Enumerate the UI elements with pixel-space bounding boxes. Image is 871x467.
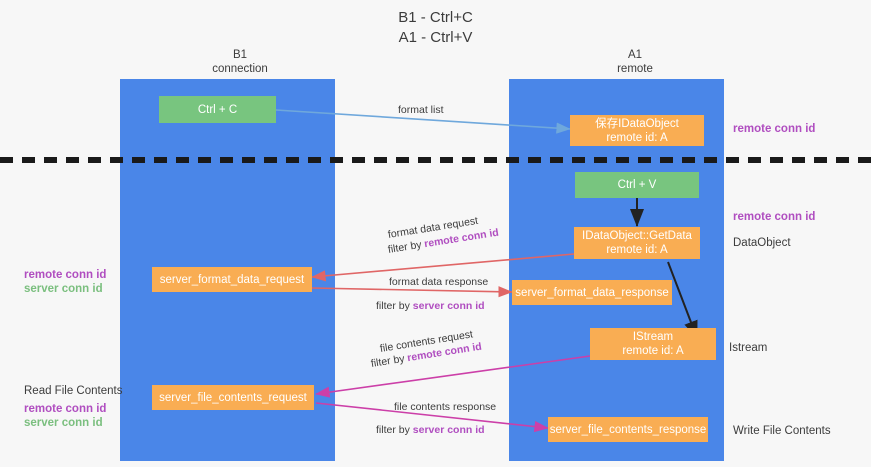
label-dataobject: DataObject [733, 237, 791, 249]
node-server-format-data-request[interactable]: server_format_data_request [152, 267, 312, 292]
column-header-a1: A1 remote [540, 48, 730, 76]
label-left-remote-conn-id: remote conn id [24, 269, 107, 281]
edge-label-format-list: format list [398, 104, 444, 116]
edge-label-format-data-response-filter-prefix: filter by [376, 300, 413, 312]
column-header-a1-sub: remote [617, 63, 653, 75]
label-remote-conn-id-top: remote conn id [733, 123, 816, 135]
node-ctrl-v[interactable]: Ctrl + V [575, 172, 699, 198]
edge-label-format-data-response: format data response [389, 276, 489, 288]
node-save-idataobject-line2: remote id: A [606, 131, 668, 144]
node-server-format-data-response-label: server_format_data_response [515, 286, 669, 299]
title-line-2: A1 - Ctrl+V [398, 29, 473, 46]
node-server-file-contents-request-label: server_file_contents_request [159, 391, 307, 404]
node-istream[interactable]: IStream remote id: A [590, 328, 716, 360]
edge-label-format-data-response-filter-key: server conn id [412, 300, 485, 312]
node-istream-line1: IStream [632, 331, 674, 343]
node-getdata-line2: remote id: A [606, 244, 668, 256]
edge-label-format-data-response-filter: filter by server conn id [376, 299, 485, 313]
column-header-b1-sub: connection [212, 63, 268, 75]
node-server-file-contents-response-label: server_file_contents_response [549, 423, 707, 436]
node-idataobject-getdata[interactable]: IDataObject::GetData remote id: A [574, 227, 700, 259]
column-header-b1-name: B1 [232, 49, 248, 61]
label-remote-conn-id-mid: remote conn id [733, 211, 816, 223]
label-left-remote-conn-id-2: remote conn id [24, 403, 107, 415]
phase-divider [0, 157, 871, 163]
diagram-title: B1 - Ctrl+C A1 - Ctrl+V [0, 8, 871, 48]
edge-label-file-contents-request-filter-prefix: filter by [370, 352, 409, 370]
column-header-b1: B1 connection [150, 48, 330, 76]
node-server-format-data-request-label: server_format_data_request [159, 273, 305, 286]
node-getdata-line1: IDataObject::GetData [582, 230, 692, 242]
node-istream-line2: remote id: A [622, 345, 684, 357]
column-header-a1-name: A1 [627, 49, 643, 61]
label-read-file-contents: Read File Contents [24, 385, 123, 397]
edge-label-file-contents-response: file contents response [394, 401, 497, 413]
node-ctrl-c-label: Ctrl + C [197, 103, 238, 116]
label-write-file-contents: Write File Contents [733, 425, 831, 437]
edge-label-file-contents-response-filter: filter by server conn id [376, 423, 485, 437]
label-left-server-conn-id: server conn id [24, 283, 103, 295]
node-ctrl-v-label: Ctrl + V [617, 179, 657, 191]
node-server-file-contents-request[interactable]: server_file_contents_request [152, 385, 314, 410]
node-ctrl-c[interactable]: Ctrl + C [159, 96, 276, 123]
label-left-server-conn-id-2: server conn id [24, 417, 103, 429]
node-save-idataobject[interactable]: 保存IDataObject remote id: A [570, 115, 704, 146]
node-server-file-contents-response[interactable]: server_file_contents_response [548, 417, 708, 442]
title-line-1: B1 - Ctrl+C [398, 9, 473, 26]
node-server-format-data-response[interactable]: server_format_data_response [512, 280, 672, 305]
edge-label-file-contents-response-filter-key: server conn id [412, 424, 485, 436]
node-save-idataobject-line1: 保存IDataObject [595, 117, 679, 130]
label-istream: Istream [729, 342, 768, 354]
edge-label-file-contents-response-filter-prefix: filter by [376, 424, 413, 436]
